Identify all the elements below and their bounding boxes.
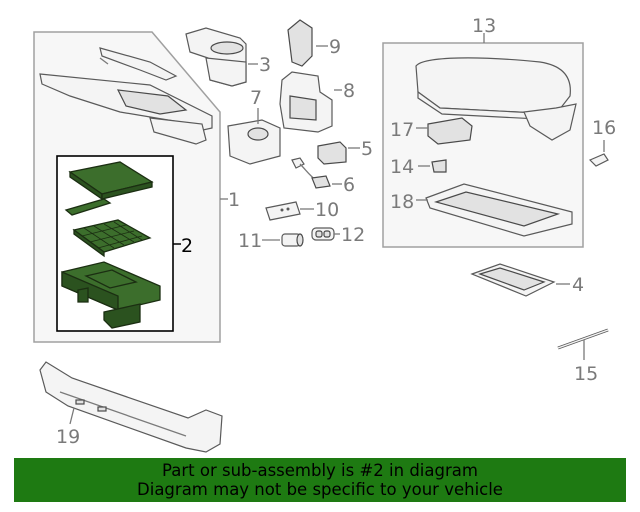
subassembly-2-parts[interactable]: [61, 161, 161, 329]
port-part: [311, 227, 335, 241]
shift-knob-part: [287, 19, 313, 67]
armrest-lid-part: [415, 57, 577, 141]
callout-13: 13: [472, 15, 496, 37]
pin-part: [588, 153, 609, 167]
callout-7: 7: [250, 87, 262, 109]
callout-14: 14: [390, 156, 414, 178]
control-module-part: [227, 119, 281, 165]
callout-12: 12: [341, 224, 365, 246]
callout-18: 18: [390, 191, 414, 213]
callout-19: 19: [56, 426, 80, 448]
side-panel-part: [39, 361, 223, 453]
harness-part: [291, 157, 331, 189]
storage-mat-part: [470, 263, 556, 297]
switch-panel-part: [265, 201, 301, 221]
switch-part: [317, 141, 347, 165]
callout-4: 4: [572, 274, 584, 296]
latch-part: [427, 117, 473, 145]
callout-8: 8: [343, 80, 355, 102]
callout-11: 11: [238, 230, 262, 252]
callout-6: 6: [343, 174, 355, 196]
clip-part: [431, 159, 447, 173]
callout-16: 16: [592, 117, 616, 139]
rod-part: [557, 328, 609, 350]
callout-15: 15: [574, 363, 598, 385]
cup-holder-part: [185, 27, 247, 87]
shifter-part: [279, 71, 333, 133]
info-banner: Part or sub-assembly is #2 in diagram Di…: [14, 458, 626, 502]
callout-5: 5: [361, 138, 373, 160]
parts-diagram: 1 2 3 9 8 7 5 6: [33, 15, 616, 453]
callout-2: 2: [181, 235, 193, 257]
armrest-tray-part: [425, 183, 573, 237]
banner-line-1: Part or sub-assembly is #2 in diagram: [162, 461, 478, 480]
console-trim-part: [39, 47, 213, 145]
banner-line-2: Diagram may not be specific to your vehi…: [137, 480, 503, 499]
callout-1: 1: [228, 189, 240, 211]
callout-10: 10: [315, 199, 339, 221]
callout-9: 9: [329, 36, 341, 58]
callout-3: 3: [259, 54, 271, 76]
callout-17: 17: [390, 119, 414, 141]
socket-part: [281, 233, 304, 247]
